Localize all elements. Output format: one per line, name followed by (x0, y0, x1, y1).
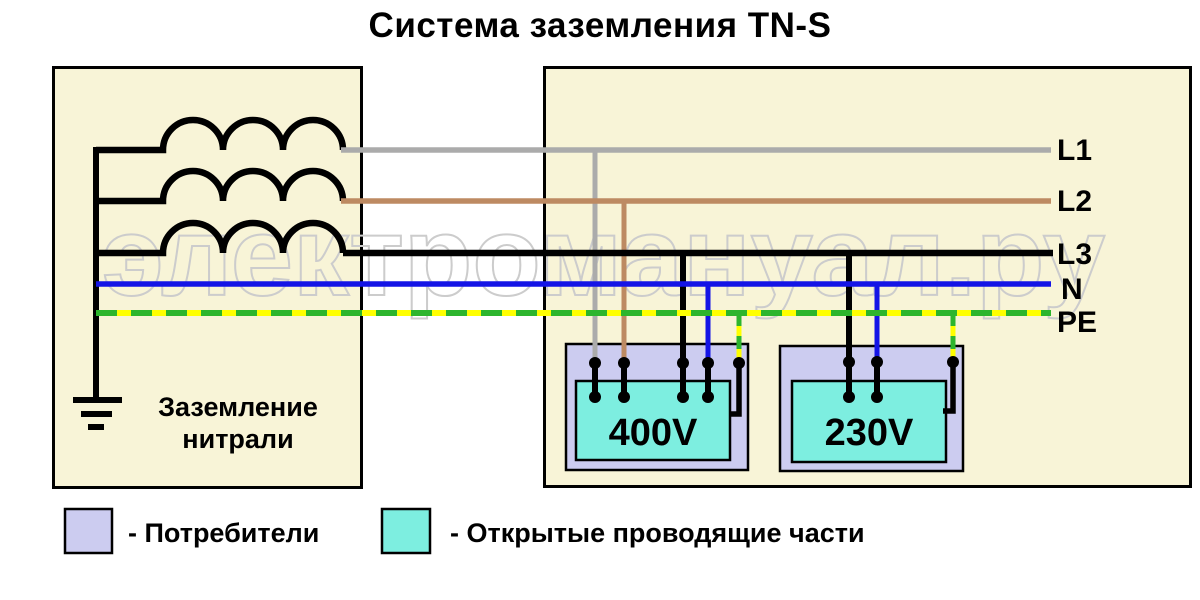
source-transformer-panel (52, 66, 363, 489)
pe-bond-400v (729, 361, 742, 417)
exposed-part-box-230v (790, 379, 948, 464)
page-title: Система заземления TN-S (368, 6, 832, 45)
junction-dot (677, 391, 689, 403)
junction-dot (702, 391, 714, 403)
legend-swatch-consumers (63, 507, 114, 555)
junction-dot (843, 356, 855, 368)
junction-dot (589, 357, 601, 369)
voltage-label-230v: 230V (824, 412, 914, 454)
neutral-earthing-label: Заземление нитрали (158, 392, 318, 455)
line-label-l2: L2 (1057, 185, 1093, 218)
line-label-l3: L3 (1057, 238, 1093, 271)
legend-label-consumers: - Потребители (128, 518, 320, 548)
watermark-text: электромануал.ру (101, 193, 1106, 320)
winding-coil-l3 (96, 219, 347, 257)
line-label-l1: L1 (1057, 134, 1093, 167)
junction-dot (618, 391, 630, 403)
junction-dot (589, 391, 601, 403)
junction-dot (618, 357, 630, 369)
junction-dot (702, 357, 714, 369)
junction-dot (871, 356, 883, 368)
legend-label-exposed: - Открытые проводящие части (450, 518, 865, 548)
junction-dot (733, 357, 745, 369)
junction-dot (947, 356, 959, 368)
legend-swatch-exposed (380, 507, 432, 555)
voltage-label-400v: 400V (608, 412, 698, 454)
winding-coil-l1 (96, 116, 347, 154)
junction-dot (843, 391, 855, 403)
junction-dot (677, 357, 689, 369)
line-label-pe: PE (1057, 306, 1098, 339)
pe-bond-230v (943, 361, 956, 414)
junction-dot (871, 391, 883, 403)
winding-coil-l2 (96, 167, 347, 205)
line-label-n: N (1061, 273, 1083, 306)
